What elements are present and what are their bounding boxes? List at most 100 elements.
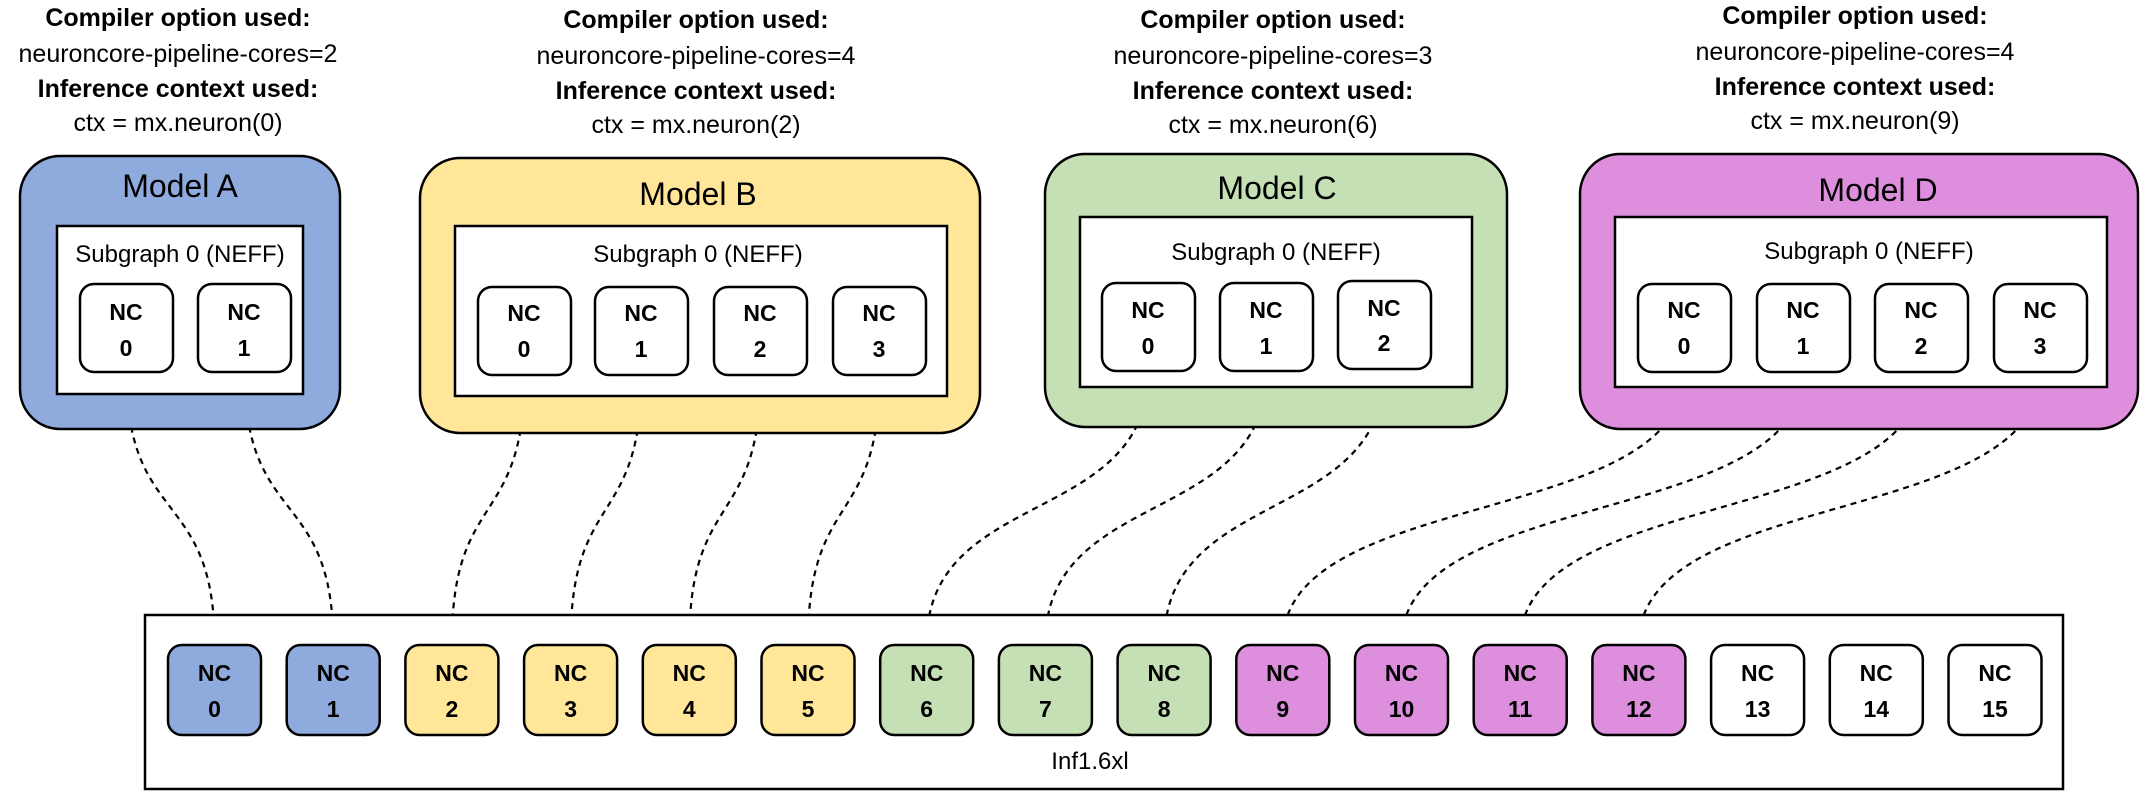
model-d-core-0-index: 0 (1678, 333, 1691, 359)
instance-core-11-box (1472, 643, 1568, 737)
model-b-compiler-label: Compiler option used: (563, 6, 828, 34)
model-b-core-1: NC 1 (593, 285, 690, 377)
model-b-core-3: NC 3 (831, 285, 928, 377)
model-d-core-0-box (1636, 282, 1733, 374)
instance-core-4-box (641, 643, 738, 737)
instance-core-3-index: 3 (564, 696, 577, 722)
model-c-core-0-box (1100, 281, 1197, 373)
model-c-core-1: NC 1 (1218, 281, 1315, 373)
arrow-model-3-core-2-to-instance-core-11 (1515, 371, 1923, 645)
model-b-core-0-index: 0 (518, 336, 531, 362)
model-d-core-3-index: 3 (2034, 333, 2047, 359)
instance-core-0-label: NC (198, 660, 231, 686)
instance-core-9: NC9 (1235, 643, 1331, 737)
instance-core-14-box (1828, 643, 1925, 737)
model-d-core-2-index: 2 (1915, 333, 1928, 359)
instance-core-6-box (878, 643, 975, 737)
model-a-compiler-label: Compiler option used: (45, 4, 310, 32)
model-b-core-3-box (831, 285, 928, 377)
instance-core-3-box (522, 643, 619, 737)
model-b-core-1-index: 1 (635, 336, 648, 362)
instance-core-6-label: NC (910, 660, 943, 686)
instance-core-11-index: 11 (1508, 696, 1533, 722)
instance-core-5-label: NC (791, 660, 824, 686)
model-c-compiler-option: neuroncore-pipeline-cores=3 (1114, 42, 1433, 70)
model-b-core-2-index: 2 (754, 336, 767, 362)
instance-core-14: NC 14 (1828, 643, 1925, 737)
model-a-core-0-index: 0 (120, 335, 133, 361)
model-d-core-3-box (1992, 282, 2089, 374)
model-d-core-1-box (1755, 282, 1852, 374)
model-c-inference-label: Inference context used: (1133, 77, 1414, 105)
instance-core-row: NC0NC1NC2NC3NC4NC5NC6NC7NC8NC9NC10NC11NC… (166, 643, 2043, 737)
model-c-core-1-box (1218, 281, 1315, 373)
instance-core-0-index: 0 (208, 696, 221, 722)
model-d-core-1: NC 1 (1755, 282, 1852, 374)
instance-core-15-label: NC (1978, 660, 2011, 686)
model-a-context: ctx = mx.neuron(0) (73, 109, 282, 137)
model-d-core-1-label: NC (1786, 297, 1819, 323)
instance-core-14-index: 14 (1864, 696, 1890, 722)
model-d-core-2: NC 2 (1873, 282, 1970, 374)
model-a-core-1-box (196, 282, 293, 374)
model-c-core-1-index: 1 (1260, 333, 1273, 359)
model-b-group: Compiler option used: neuroncore-pipelin… (418, 6, 982, 435)
instance-core-1: NC1 (285, 643, 381, 737)
model-b-core-2-label: NC (743, 300, 776, 326)
instance-core-4: NC4 (641, 643, 738, 737)
model-d-core-2-label: NC (1904, 297, 1937, 323)
model-a-compiler-option: neuroncore-pipeline-cores=2 (19, 40, 338, 68)
model-d-group: Compiler option used: neuroncore-pipelin… (1578, 2, 2140, 431)
instance-core-0-box (166, 643, 263, 737)
instance-core-14-label: NC (1860, 660, 1893, 686)
instance-core-12: NC 12 (1591, 643, 1687, 737)
model-b-subgraph-label: Subgraph 0 (NEFF) (593, 241, 802, 268)
instance-core-13-box (1709, 643, 1806, 737)
arrow-model-0-core-1-to-instance-core-1 (243, 371, 339, 645)
model-d-core-2-box (1873, 282, 1970, 374)
instance-core-12-index: 12 (1626, 696, 1652, 722)
instance-core-7-box (997, 643, 1094, 737)
model-b-core-0-box (476, 285, 573, 377)
model-b-inference-label: Inference context used: (556, 77, 837, 105)
instance-core-0: NC 0 (166, 643, 263, 737)
model-a-group: Compiler option used: neuroncore-pipelin… (19, 4, 342, 431)
instance-core-9-box (1235, 643, 1331, 737)
model-d-inference-label: Inference context used: (1715, 73, 1996, 101)
instance-core-3: NC3 (522, 643, 619, 737)
model-d-compiler-label: Compiler option used: (1722, 2, 1987, 30)
instance-core-15-box (1947, 643, 2043, 737)
model-d-subgraph-label: Subgraph 0 (NEFF) (1764, 238, 1973, 265)
instance-core-10-box (1353, 643, 1450, 737)
model-b-core-0: NC 0 (476, 285, 573, 377)
instance-core-2-index: 2 (446, 696, 459, 722)
model-d-context: ctx = mx.neuron(9) (1750, 107, 1959, 135)
instance-core-12-label: NC (1622, 660, 1655, 686)
model-b-compiler-option: neuroncore-pipeline-cores=4 (537, 42, 856, 70)
instance-core-2-label: NC (435, 660, 468, 686)
model-d-title: Model D (1818, 172, 1937, 208)
instance-group: NC0NC1NC2NC3NC4NC5NC6NC7NC8NC9NC10NC11NC… (143, 613, 2065, 791)
model-d-compiler-option: neuroncore-pipeline-cores=4 (1696, 38, 2015, 66)
instance-core-2-box (404, 643, 500, 737)
model-a-core-1: NC 1 (196, 282, 293, 374)
model-d-core-1-index: 1 (1797, 333, 1810, 359)
instance-core-7-index: 7 (1039, 696, 1052, 722)
instance-core-13-index: 13 (1745, 696, 1771, 722)
instance-core-4-index: 4 (683, 696, 696, 722)
model-b-title: Model B (639, 176, 756, 212)
instance-core-5: NC5 (760, 643, 856, 737)
instance-core-11-label: NC (1504, 660, 1537, 686)
model-b-core-1-label: NC (624, 300, 657, 326)
instance-core-6-index: 6 (920, 696, 933, 722)
instance-label: Inf1.6xl (1051, 748, 1128, 775)
model-c-core-0-index: 0 (1142, 333, 1155, 359)
instance-core-2: NC 2 (404, 643, 500, 737)
instance-core-8-index: 8 (1158, 696, 1171, 722)
model-c-subgraph-label: Subgraph 0 (NEFF) (1171, 239, 1380, 266)
instance-core-8: NC8 (1116, 643, 1212, 737)
